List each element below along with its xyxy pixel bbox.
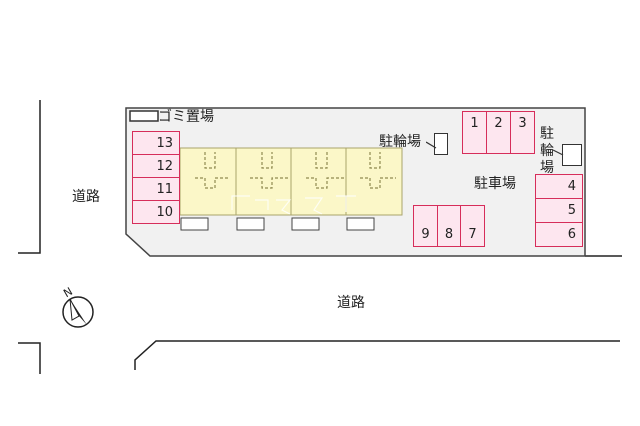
north-compass-icon bbox=[62, 296, 94, 328]
parking-stall-5: 5 bbox=[535, 198, 583, 223]
road-label-bottom: 道路 bbox=[337, 295, 365, 311]
bicycle-parking-icon-right bbox=[562, 144, 582, 166]
garbage-area-icon bbox=[129, 110, 159, 122]
parking-stall-12: 12 bbox=[132, 154, 180, 178]
bicycle-parking-icon bbox=[434, 133, 448, 155]
bottom-road-curb bbox=[134, 340, 620, 370]
road-label-left: 道路 bbox=[72, 189, 100, 205]
parking-stall-8: 8 bbox=[437, 205, 461, 247]
bicycle-parking-pointer-icon bbox=[426, 141, 437, 149]
parking-stall-9: 9 bbox=[413, 205, 438, 247]
parking-stall-11: 11 bbox=[132, 177, 180, 201]
bicycle-parking-right-pointer-icon bbox=[553, 149, 564, 156]
parking-stall-1: 1 bbox=[462, 111, 487, 154]
parking-stall-2: 2 bbox=[486, 111, 511, 154]
parking-stall-10: 10 bbox=[132, 200, 180, 224]
parking-stall-13: 13 bbox=[132, 131, 180, 155]
left-road-edge bbox=[18, 100, 41, 254]
garbage-area-label: ゴミ置場 bbox=[158, 109, 214, 125]
bicycle-parking-label: 駐輪場 bbox=[379, 134, 421, 150]
parking-stall-3: 3 bbox=[510, 111, 535, 154]
parking-stall-4: 4 bbox=[535, 174, 583, 199]
bicycle-parking-label-right: 駐輪場 bbox=[540, 126, 554, 176]
parking-stall-7: 7 bbox=[460, 205, 485, 247]
parking-lot-label: 駐車場 bbox=[474, 176, 516, 192]
parking-stall-6: 6 bbox=[535, 222, 583, 247]
apartment-building bbox=[179, 147, 403, 231]
left-road-edge-lower bbox=[18, 342, 41, 374]
